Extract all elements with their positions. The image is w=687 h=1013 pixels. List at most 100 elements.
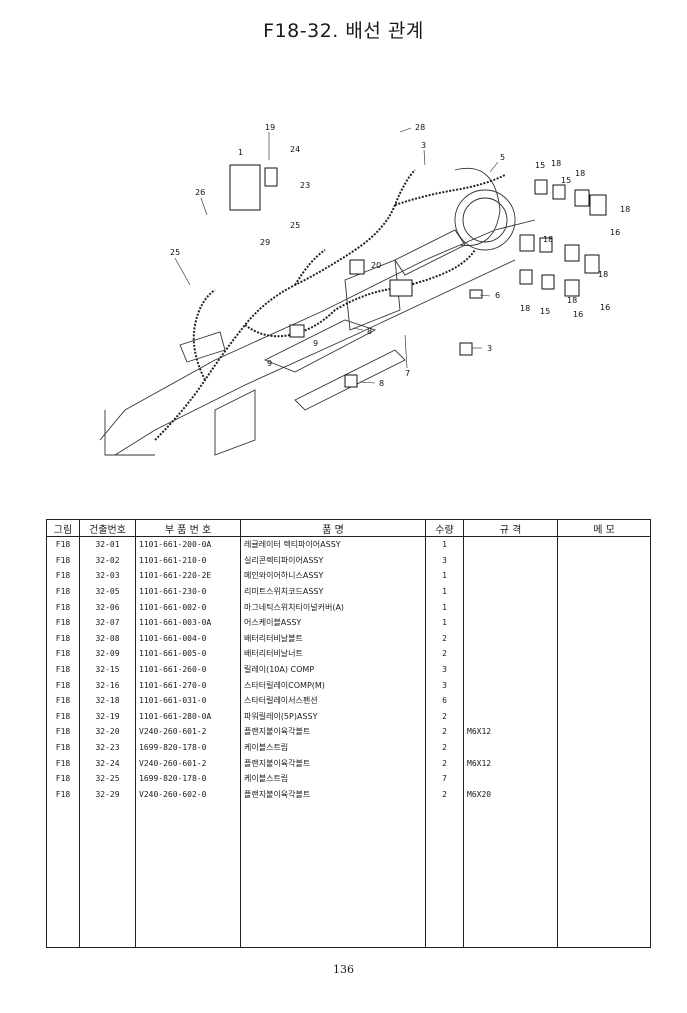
part-name-cell: 스타터릴레이COMP(M) [240, 677, 426, 693]
callout: 26 [195, 188, 205, 197]
header-part-number: 부 품 번 호 [135, 519, 241, 537]
page-number: 136 [333, 963, 354, 976]
header-figure: 그림 [46, 519, 80, 537]
callout: 15 [540, 307, 550, 316]
callout: 29 [260, 238, 270, 247]
callout: 18 [543, 235, 553, 244]
quantity-cell: 2 [425, 755, 464, 771]
part-number-cell: 1101-661-200-0A [135, 536, 241, 553]
item-number-cell: 32-23 [79, 739, 136, 756]
memo-cell [557, 599, 651, 615]
figure-cell: F18 [46, 692, 80, 709]
callout: 3 [487, 344, 492, 353]
item-number-cell: 32-05 [79, 583, 136, 600]
memo-cell [557, 661, 651, 678]
memo-cell [557, 677, 651, 693]
quantity-cell: 2 [425, 708, 464, 725]
quantity-cell: 3 [425, 552, 464, 569]
quantity-cell: 1 [425, 583, 464, 600]
header-item-number: 건출번호 [79, 519, 136, 537]
spec-cell [463, 692, 558, 709]
figure-cell: F18 [46, 646, 80, 662]
part-number-cell: V240-260-602-0 [135, 786, 241, 803]
callout: 8 [379, 379, 384, 388]
header-spec: 규 격 [463, 519, 558, 537]
item-number-cell: 32-18 [79, 692, 136, 709]
callout: 28 [415, 123, 425, 132]
part-name-cell: 스타터릴레이서스펜션 [240, 692, 426, 709]
part-number-cell: V240-260-601-2 [135, 724, 241, 740]
spec-cell [463, 677, 558, 693]
header-quantity: 수량 [425, 519, 464, 537]
callout: 20 [371, 261, 381, 270]
callout: 25 [170, 248, 180, 257]
item-number-cell: 32-19 [79, 708, 136, 725]
part-name-cell: 배터리터비날볼트 [240, 630, 426, 647]
callout: 5 [500, 153, 505, 162]
part-name-cell: 어스케이블ASSY [240, 614, 426, 631]
callout: 18 [620, 205, 630, 214]
part-name-cell: 플랜지붙이육각볼트 [240, 724, 426, 740]
item-number-cell: 32-06 [79, 599, 136, 615]
spec-cell [463, 599, 558, 615]
memo-cell [557, 739, 651, 756]
item-number-cell: 32-16 [79, 677, 136, 693]
part-number-cell: 1101-661-004-0 [135, 630, 241, 647]
part-number-cell: 1101-661-230-0 [135, 583, 241, 600]
quantity-cell: 3 [425, 677, 464, 693]
callout: 16 [600, 303, 610, 312]
callout: 18 [520, 304, 530, 313]
figure-cell: F18 [46, 786, 80, 803]
spec-cell [463, 583, 558, 600]
spec-cell [463, 630, 558, 647]
figure-cell: F18 [46, 568, 80, 584]
flywheel-outline [454, 189, 516, 251]
callout: 8 [367, 327, 372, 336]
spec-cell [463, 614, 558, 631]
part-name-cell: 레귤레이터 렉티파이어ASSY [240, 536, 426, 553]
memo-cell [557, 614, 651, 631]
part-number-cell: 1101-661-220-2E [135, 568, 241, 584]
regulator-rectifier [229, 164, 261, 211]
item-number-cell: 32-08 [79, 630, 136, 647]
part-number-cell: 1101-661-003-0A [135, 614, 241, 631]
memo-cell [557, 536, 651, 553]
part-name-cell: 리미트스위치코드ASSY [240, 583, 426, 600]
figure-cell: F18 [46, 661, 80, 678]
wiring-diagram: 19 28 24 1 3 5 15 18 15 18 18 16 26 23 2… [99, 123, 630, 456]
item-number-cell: 32-29 [79, 786, 136, 803]
part-number-cell: 1101-661-260-0 [135, 661, 241, 678]
quantity-cell: 2 [425, 724, 464, 740]
callout: 15 [535, 161, 545, 170]
callout: 16 [573, 310, 583, 319]
callout: 18 [551, 159, 561, 168]
quantity-cell: 7 [425, 770, 464, 787]
part-number-cell: 1699-820-178-0 [135, 739, 241, 756]
callout: 9 [267, 359, 272, 368]
part-name-cell: 마그네틱스위치티이널커버(A) [240, 599, 426, 615]
item-number-cell: 32-15 [79, 661, 136, 678]
table-header-row: 그림 건출번호 부 품 번 호 품 명 수량 규 격 메 모 [46, 519, 651, 537]
memo-cell [557, 552, 651, 569]
figure-cell: F18 [46, 583, 80, 600]
spec-cell [463, 708, 558, 725]
memo-cell [557, 583, 651, 600]
spec-cell [463, 536, 558, 553]
memo-cell [557, 630, 651, 647]
part-name-cell: 케이블스트립 [240, 770, 426, 787]
figure-cell: F18 [46, 739, 80, 756]
part-number-cell: 1699-820-178-0 [135, 770, 241, 787]
quantity-cell: 2 [425, 630, 464, 647]
item-number-cell: 32-24 [79, 755, 136, 771]
figure-cell: F18 [46, 630, 80, 647]
memo-cell [557, 770, 651, 787]
